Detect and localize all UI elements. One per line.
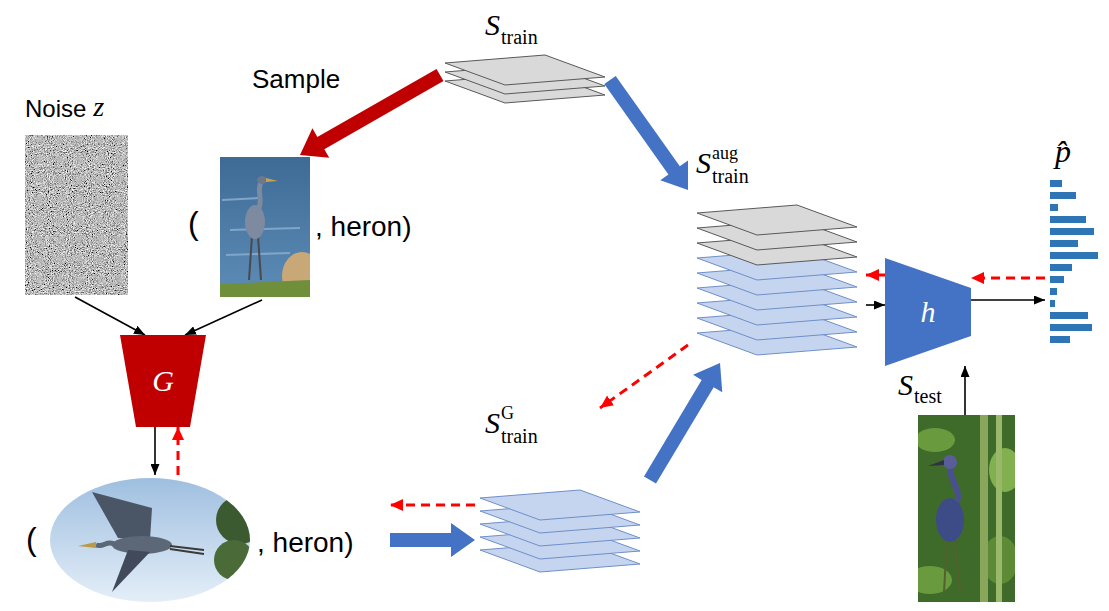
- trapezoid-shape: [120, 335, 206, 427]
- heron-head: [257, 176, 267, 184]
- heron-head: [943, 455, 957, 469]
- histogram-bar: [1050, 204, 1058, 211]
- heron-neck: [258, 182, 261, 210]
- histogram-bar: [1050, 324, 1092, 331]
- histogram-bar: [1050, 264, 1072, 271]
- flow-arrow: [866, 304, 885, 306]
- heron-wing: [112, 550, 150, 592]
- subscript: train: [501, 27, 538, 47]
- heron-leg: [258, 236, 261, 280]
- leaf: [918, 566, 952, 594]
- blue-stack: [480, 490, 640, 572]
- generator-trapezoid: G: [120, 335, 206, 427]
- test-photo: [918, 415, 1015, 602]
- heron-body: [936, 498, 964, 542]
- generated-pair: ( , heron): [20, 475, 390, 605]
- histogram-bar: [1050, 192, 1076, 199]
- sample-pair: ( , heron): [185, 155, 425, 300]
- leaf: [918, 428, 955, 452]
- test-photo: Stest: [918, 415, 1015, 602]
- histogram-bar: [1050, 300, 1055, 307]
- edge-label: Sample: [250, 66, 342, 92]
- noise-image: [25, 135, 128, 295]
- class-label: , heron): [257, 529, 354, 557]
- block-arrow: [644, 363, 722, 484]
- mixed-stack: [697, 205, 857, 355]
- data-stack: SGtrain: [475, 408, 650, 583]
- flow-arrow: [964, 366, 966, 415]
- block-arrow: [604, 76, 688, 190]
- gradient-arrow: [390, 504, 475, 507]
- tree: [214, 540, 254, 580]
- heron-leg: [954, 538, 960, 592]
- histogram-bar: [1050, 336, 1070, 343]
- classifier-trapezoid: h: [885, 258, 971, 366]
- set-symbol: S: [696, 148, 711, 178]
- data-sheet: [480, 490, 640, 520]
- stalk: [980, 415, 988, 602]
- heron-beak: [266, 178, 278, 182]
- model-symbol: G: [152, 366, 174, 396]
- gradient-arrow: [600, 345, 688, 408]
- set-symbol: S: [485, 10, 500, 40]
- subscript: train: [501, 426, 538, 446]
- subscript: train: [712, 166, 749, 186]
- set-symbol: S: [485, 408, 500, 438]
- superscript: aug: [712, 144, 738, 162]
- histogram-bar: [1050, 276, 1064, 283]
- heron-beak: [928, 460, 944, 466]
- data-stack: Saugtrain: [688, 148, 866, 363]
- heron-leg: [249, 236, 252, 280]
- parenthesis: (: [188, 207, 199, 239]
- class-label: , heron): [315, 213, 412, 241]
- histogram-bar: [1050, 216, 1086, 223]
- heron-photo: [220, 157, 310, 297]
- trapezoid-shape: [885, 258, 971, 366]
- flow-arrow: [75, 297, 145, 335]
- histogram: [1050, 180, 1098, 343]
- prediction-histogram: p̂: [1045, 135, 1103, 347]
- heron-body: [245, 205, 265, 239]
- parenthesis: (: [26, 523, 37, 555]
- sky: [50, 478, 250, 602]
- flow-arrow: [971, 299, 1045, 301]
- histogram-bar: [1050, 240, 1078, 247]
- superscript: G: [501, 404, 514, 422]
- stalk: [996, 415, 1002, 602]
- histogram-bar: [1050, 288, 1057, 295]
- gradient-arrow: [177, 427, 180, 475]
- heron-neck: [951, 466, 959, 502]
- flow-arrow: [154, 427, 156, 475]
- model-symbol: h: [921, 297, 936, 327]
- math-symbol: z: [93, 93, 104, 121]
- heron-leg: [944, 538, 947, 592]
- histogram-bar: [1050, 252, 1098, 259]
- math-symbol: p̂: [1055, 135, 1071, 167]
- heron-neck: [96, 543, 114, 546]
- grass: [220, 280, 310, 297]
- heron-beak: [78, 542, 96, 548]
- data-sheet: [697, 205, 857, 235]
- set-symbol: S: [898, 370, 913, 400]
- gradient-arrow: [866, 274, 885, 277]
- heron-wing: [92, 492, 152, 540]
- tree: [216, 496, 264, 544]
- noise-image: Noisez: [22, 95, 132, 297]
- generated-image: [50, 478, 264, 602]
- data-stack: Strain: [440, 8, 610, 130]
- image-label: Noise: [25, 97, 86, 121]
- flow-arrow: [185, 300, 262, 335]
- data-sheet: [445, 55, 605, 85]
- gradient-arrow: [971, 277, 1045, 280]
- heron-leg: [170, 546, 204, 554]
- histogram-bar: [1050, 312, 1088, 319]
- block-arrow: [390, 523, 475, 557]
- histogram-bar: [1050, 180, 1062, 187]
- histogram-bar: [1050, 228, 1094, 235]
- grey-stack: [445, 55, 605, 103]
- subscript: test: [914, 386, 942, 406]
